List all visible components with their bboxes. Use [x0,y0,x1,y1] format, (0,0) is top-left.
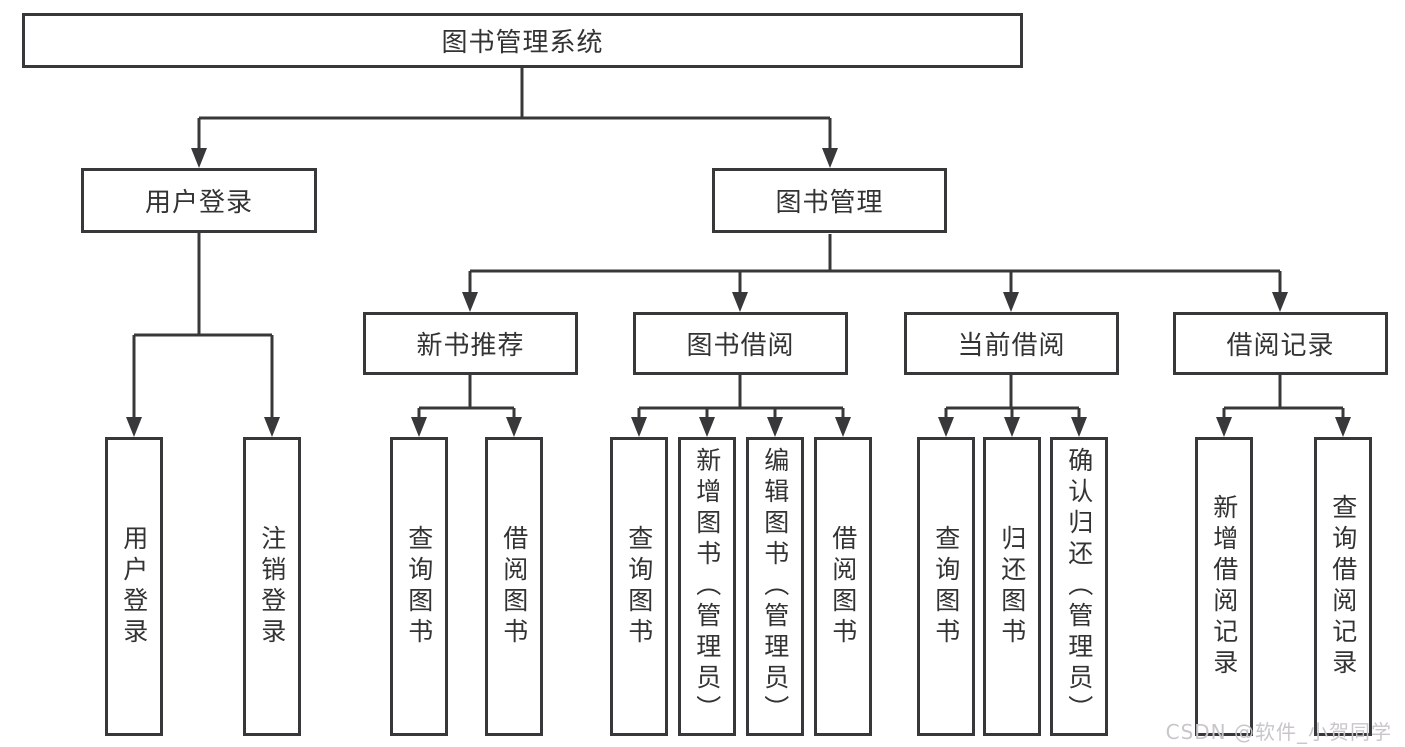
leaf-add-borrow-record: 新增借阅记录 [1195,437,1253,736]
leaf-label: 借阅图书 [499,524,529,649]
leaf-label: 借阅图书 [828,524,858,649]
leaf-edit-books-admin: 编辑图书（管理员） [746,437,804,736]
node-label: 当前借阅 [957,331,1066,361]
connector-path [132,68,1345,421]
leaf-label: 新增借阅记录 [1209,493,1239,680]
leaf-label: 查询图书 [931,524,961,649]
leaf-label: 归还图书 [997,524,1027,649]
leaf-label: 新增图书（管理员） [692,447,722,726]
leaf-label: 注销登录 [257,524,287,649]
node-book-management: 图书管理 [712,168,947,233]
leaf-label: 查询借阅记录 [1328,493,1358,680]
node-label: 图书管理系统 [441,28,604,58]
leaf-label: 用户登录 [119,524,149,649]
leaf-label: 查询图书 [624,524,654,649]
leaf-borrow-books: 借阅图书 [814,437,872,736]
node-label: 借阅记录 [1226,331,1335,361]
leaf-query-books-current: 查询图书 [917,437,975,736]
leaf-query-books-borrow: 查询图书 [610,437,668,736]
leaf-label: 确认归还（管理员） [1064,447,1094,726]
node-root-system: 图书管理系统 [22,13,1023,68]
leaf-user-login: 用户登录 [105,437,163,736]
node-book-borrow: 图书借阅 [633,312,848,375]
leaf-query-borrow-record: 查询借阅记录 [1314,437,1372,736]
node-user-login: 用户登录 [81,168,317,233]
arrowheads [126,148,1351,437]
node-borrow-records: 借阅记录 [1173,312,1388,375]
node-label: 新书推荐 [416,331,525,361]
watermark: CSDN @软件_小贺同学 [1165,720,1392,744]
node-new-book-recommend: 新书推荐 [363,312,578,375]
node-label: 用户登录 [144,188,253,218]
node-label: 图书管理 [775,188,884,218]
leaf-return-books: 归还图书 [983,437,1041,736]
leaf-label: 编辑图书（管理员） [760,447,790,726]
leaf-label: 查询图书 [404,524,434,649]
leaf-query-books-recommend: 查询图书 [390,437,448,736]
leaf-logout: 注销登录 [243,437,301,736]
leaf-add-books-admin: 新增图书（管理员） [678,437,736,736]
node-label: 图书借阅 [686,331,795,361]
node-current-borrow: 当前借阅 [904,312,1119,375]
leaf-borrow-books-recommend: 借阅图书 [485,437,543,736]
leaf-confirm-return-admin: 确认归还（管理员） [1050,437,1108,736]
